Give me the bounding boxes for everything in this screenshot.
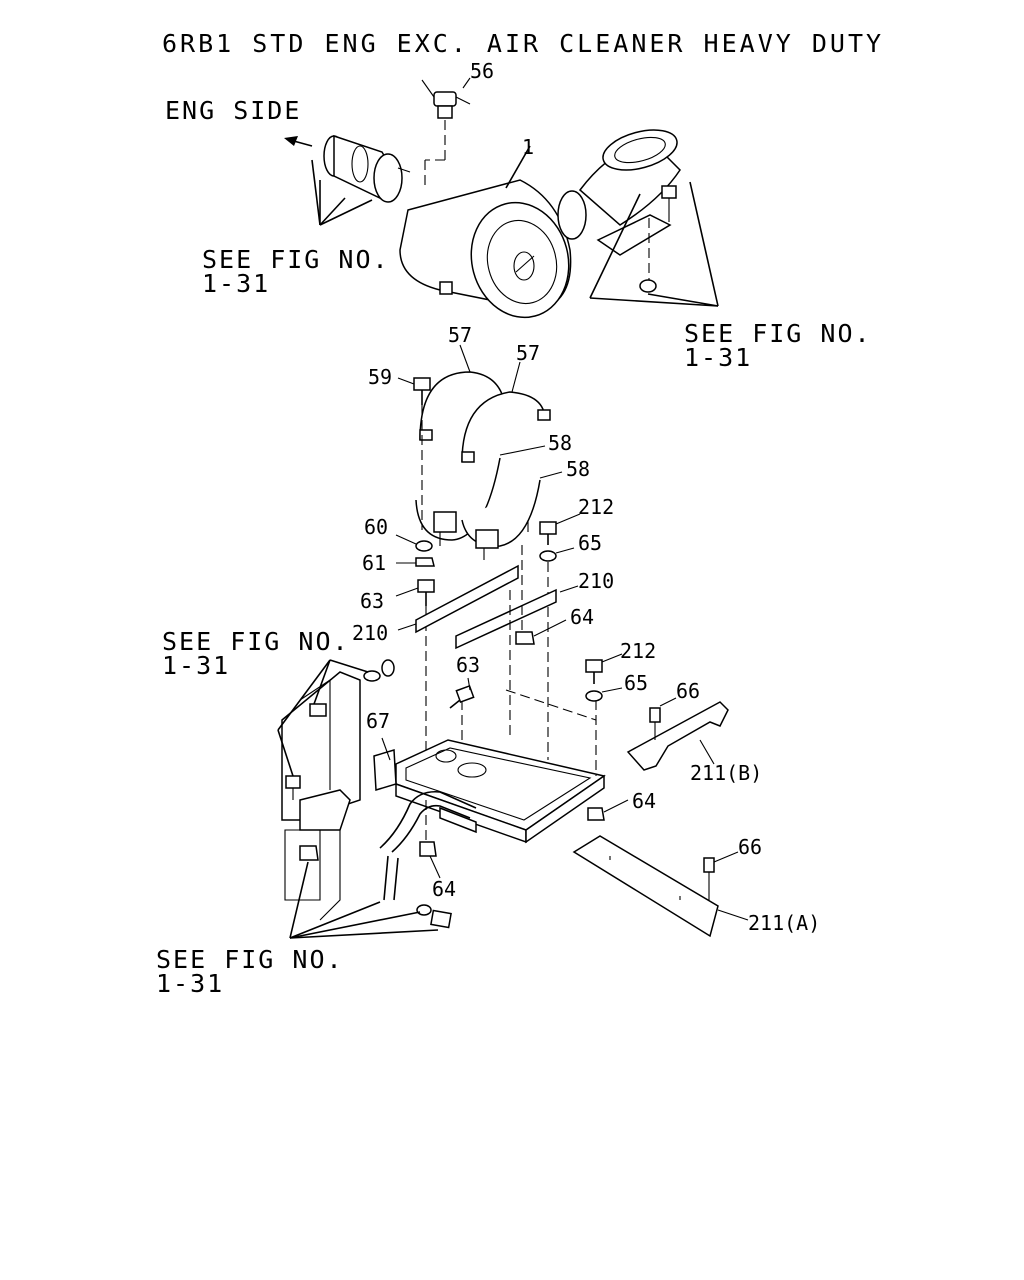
inlet-hose-clamps: [311, 134, 411, 226]
part-1-air-cleaner: [399, 145, 572, 319]
part-58-lower-bands: [415, 457, 541, 560]
callout-211-a: 211(A): [748, 911, 820, 935]
part-56-indicator: [421, 79, 471, 190]
see-fig-ref-2-line1: SEE FIG NO.: [684, 319, 872, 348]
see-fig-ref-3-line2: 1-31: [162, 651, 230, 680]
callout-57-a: 57: [448, 323, 472, 347]
callout-56: 56: [470, 59, 494, 83]
part-60-washer: [415, 540, 433, 552]
callout-63-b: 63: [456, 653, 480, 677]
callout-58-b: 58: [566, 457, 590, 481]
callout-65-b: 65: [624, 671, 648, 695]
eng-side-arrow: [284, 136, 313, 147]
callout-64-c: 64: [432, 877, 456, 901]
part-212-bolt-lower: [585, 659, 603, 684]
pipe-loop: [379, 790, 477, 901]
part-63-bolt-upper: [417, 579, 435, 800]
callout-66-a: 66: [676, 679, 700, 703]
outlet-elbow: [557, 129, 719, 307]
callout-59: 59: [368, 365, 392, 389]
part-64-nut-bottom: [419, 800, 441, 879]
part-211a-plate: [572, 835, 719, 938]
callout-66-b: 66: [738, 835, 762, 859]
callout-67: 67: [366, 709, 390, 733]
see-fig-ref-4-line2: 1-31: [156, 969, 224, 998]
part-57-bands: [419, 371, 551, 463]
callout-212-b: 212: [620, 639, 656, 663]
part-61-nut: [415, 557, 435, 567]
diagram-title: 6RB1 STD ENG EXC. AIR CLEANER HEAVY DUTY: [162, 29, 884, 58]
part-210-rails: [415, 545, 557, 740]
see-fig-ref-3-line1: SEE FIG NO.: [162, 627, 350, 656]
left-bracket-assembly: [277, 659, 395, 921]
part-65-washer-upper: [539, 550, 557, 760]
callout-212-a: 212: [578, 495, 614, 519]
see-fig-ref-1-line1: SEE FIG NO.: [202, 245, 390, 274]
callout-64-a: 64: [570, 605, 594, 629]
callout-60: 60: [364, 515, 388, 539]
callout-58-a: 58: [548, 431, 572, 455]
part-211b-plate: [626, 701, 729, 771]
main-tray: [373, 689, 606, 844]
callout-57-b: 57: [516, 341, 540, 365]
see-fig-ref-1-line2: 1-31: [202, 269, 270, 298]
callout-64-b: 64: [632, 789, 656, 813]
callout-210-b: 210: [352, 621, 388, 645]
callout-61: 61: [362, 551, 386, 575]
callout-1: 1: [522, 135, 534, 159]
part-63-bolt-lower: [449, 685, 475, 709]
part-64-nut-right: [587, 807, 605, 821]
callout-211-b: 211(B): [690, 761, 762, 785]
callout-63-a: 63: [360, 589, 384, 613]
bottom-left-fasteners: [289, 845, 452, 939]
callout-65-a: 65: [578, 531, 602, 555]
see-fig-ref-2-line2: 1-31: [684, 343, 752, 372]
part-65-washer-lower: [585, 690, 603, 702]
eng-side-label: ENG SIDE: [165, 96, 301, 125]
see-fig-ref-4-line1: SEE FIG NO.: [156, 945, 344, 974]
part-64-nut-upper: [515, 631, 535, 645]
part-212-bolt-upper: [539, 521, 557, 545]
callout-210-a: 210: [578, 569, 614, 593]
